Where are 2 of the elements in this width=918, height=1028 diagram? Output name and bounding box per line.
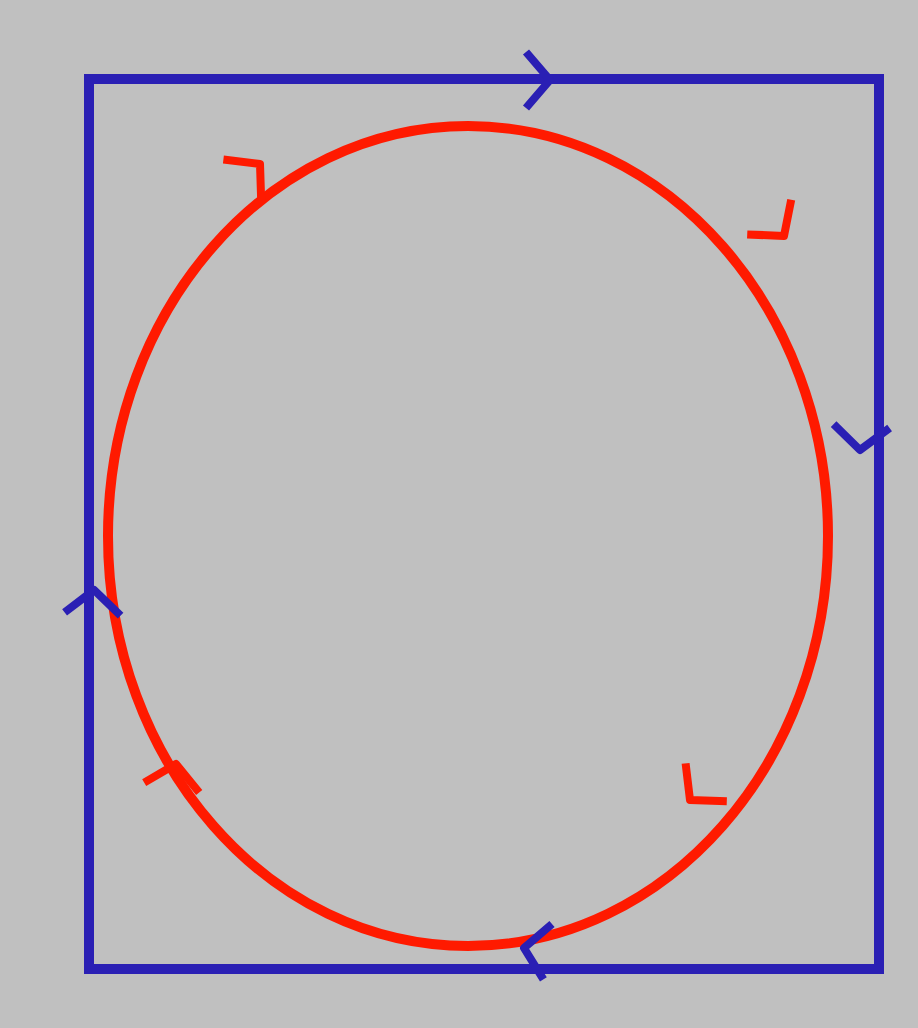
oval-loop xyxy=(103,121,833,951)
rectangle-loop xyxy=(84,74,884,974)
